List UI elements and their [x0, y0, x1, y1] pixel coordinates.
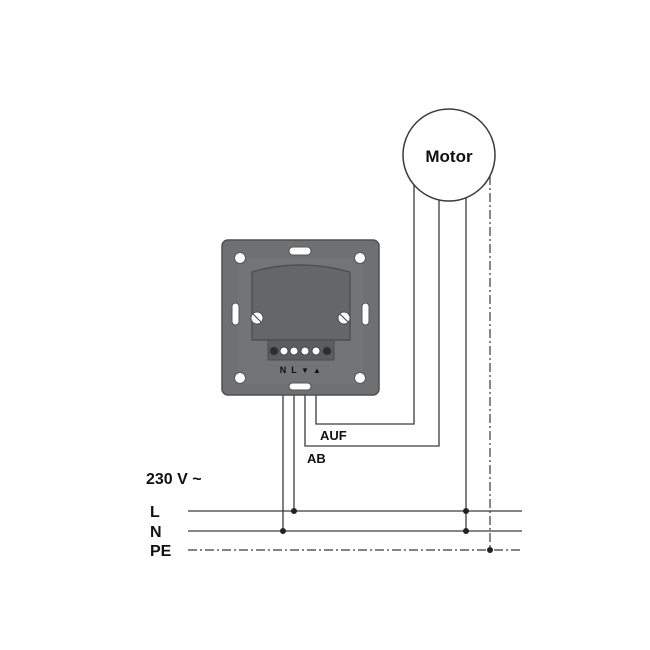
bottom-slot — [288, 382, 312, 391]
left-slot — [231, 302, 240, 326]
switch-insert: N L ▼ ▲ — [221, 239, 380, 396]
motor: Motor — [402, 108, 496, 202]
housing-top — [251, 264, 351, 341]
line-pe-label: PE — [150, 543, 172, 560]
right-slot — [361, 302, 370, 326]
junction-motor-l — [463, 508, 469, 514]
screw-left-slot — [252, 313, 262, 323]
corner-hole-top-left — [234, 252, 246, 264]
line-n-label: N — [150, 524, 162, 541]
corner-hole-top-right — [354, 252, 366, 264]
junction-n — [280, 528, 286, 534]
corner-hole-bottom-right — [354, 372, 366, 384]
motor-label: Motor — [425, 147, 473, 166]
motor-circle — [402, 108, 496, 202]
junctions — [280, 508, 493, 553]
junction-l — [291, 508, 297, 514]
terminal-screw — [322, 346, 332, 356]
supply-voltage-label: 230 V ~ — [146, 471, 202, 488]
ab-label: AB — [307, 451, 326, 466]
terminal-screw — [311, 346, 321, 356]
terminal-label-down: ▼ — [301, 366, 309, 375]
auf-label: AUF — [320, 428, 347, 443]
ab-conductor — [304, 196, 440, 447]
terminal-screw — [279, 346, 289, 356]
terminal-screw — [289, 346, 299, 356]
junction-pe — [487, 547, 493, 553]
auf-conductor — [315, 184, 415, 425]
terminal-label-l: L — [291, 365, 297, 375]
screw-right-slot — [339, 313, 349, 323]
junction-motor-n — [463, 528, 469, 534]
terminal-label-n: N — [280, 365, 287, 375]
corner-hole-bottom-left — [234, 372, 246, 384]
terminal-screw — [269, 346, 279, 356]
line-l-label: L — [150, 504, 160, 521]
terminal-screws — [269, 346, 332, 356]
terminal-screw — [300, 346, 310, 356]
terminal-label-up: ▲ — [313, 366, 321, 375]
mains-lines — [188, 510, 522, 551]
top-slot — [288, 246, 312, 256]
conductors — [282, 176, 491, 550]
